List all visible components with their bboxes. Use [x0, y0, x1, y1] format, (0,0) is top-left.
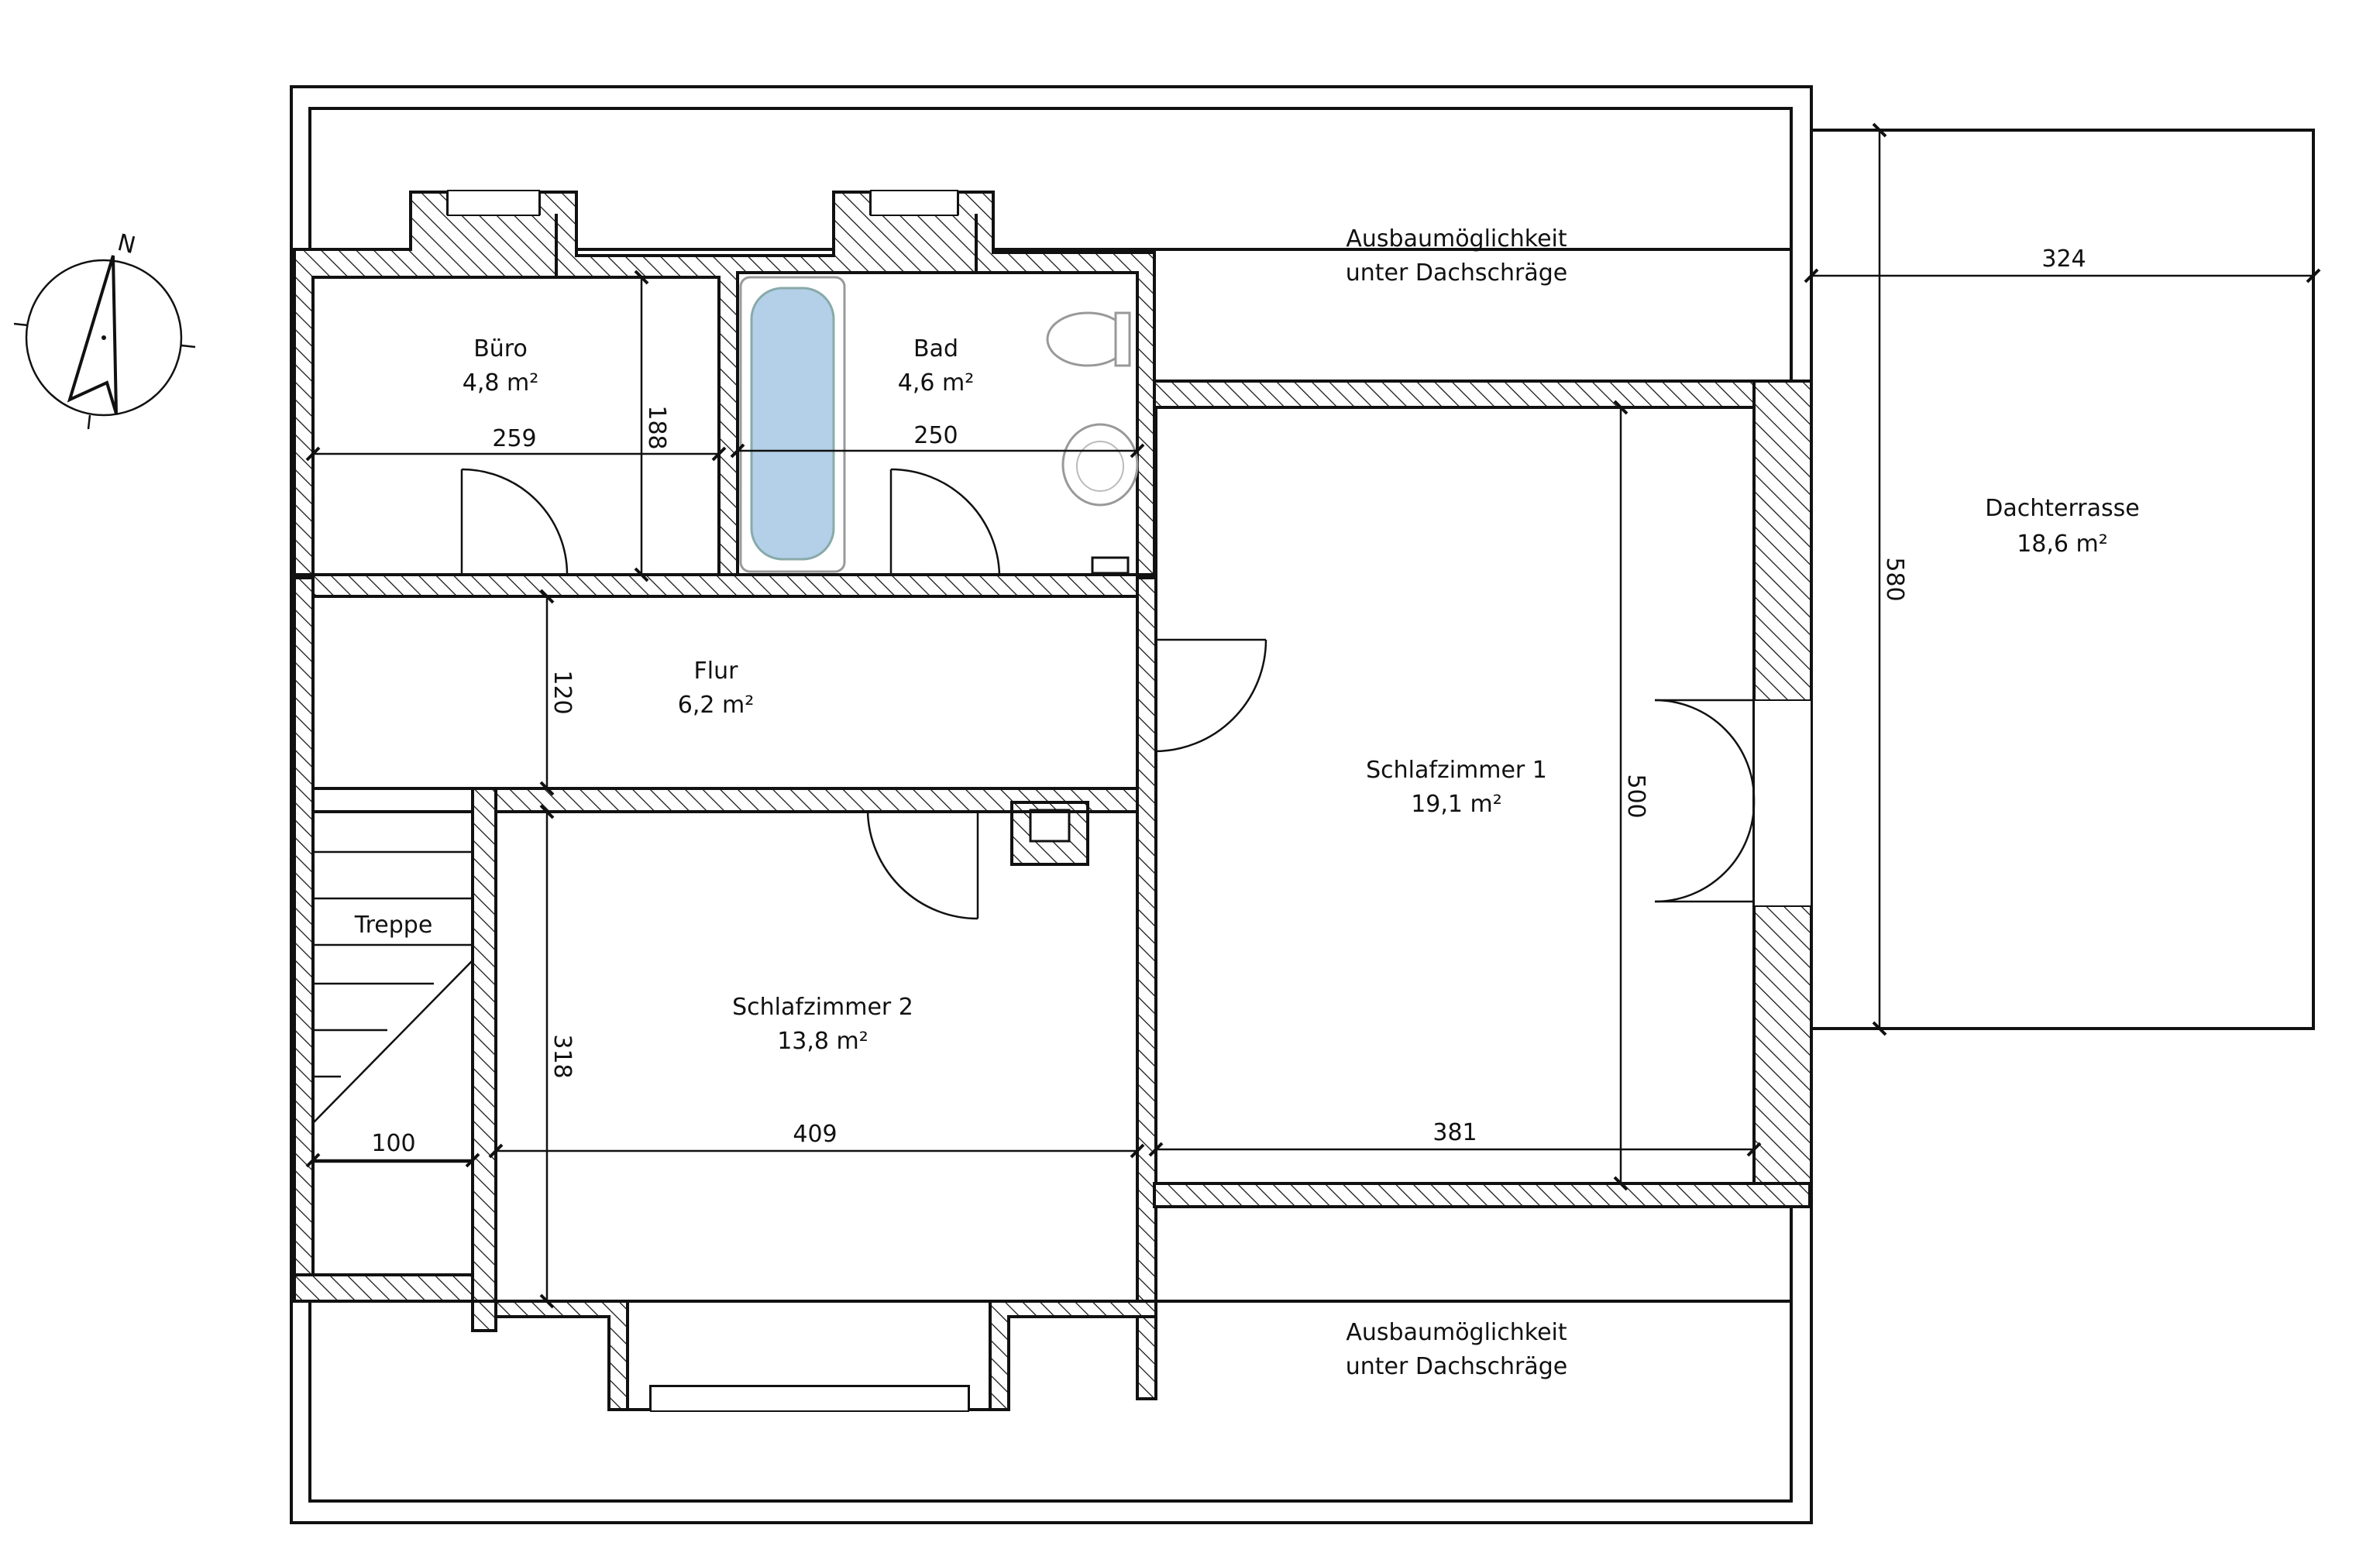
room-name-dachterrasse: Dachterrasse: [1985, 495, 2139, 522]
windows: [447, 190, 1812, 1412]
dimension-lines: [305, 122, 2321, 1309]
toilet-icon: [1046, 311, 1131, 367]
compass-north-label: N: [115, 229, 138, 259]
staircase: [312, 850, 473, 1163]
dimension-labels: 259 188 250 120 100 409 318 381 500 324 …: [371, 246, 2086, 1157]
ausbau-top-line1: Ausbaumöglichkeit: [1346, 225, 1567, 252]
dim-buero-width: 259: [492, 425, 536, 452]
doors: [460, 468, 1756, 920]
door-schlafzimmer1[interactable]: [1154, 638, 1267, 753]
compass: N: [13, 229, 196, 430]
dim-flur-height: 120: [549, 670, 576, 714]
ausbau-top-line2: unter Dachschräge: [1346, 259, 1567, 287]
ausbau-bottom-line1: Ausbaumöglichkeit: [1346, 1319, 1567, 1346]
room-name-treppe: Treppe: [354, 912, 433, 939]
dim-bad-width: 250: [913, 422, 958, 449]
ausbau-bottom-line2: unter Dachschräge: [1346, 1353, 1567, 1380]
room-name-bad: Bad: [913, 335, 958, 362]
north-arrow-icon: [67, 255, 118, 414]
door-terrasse[interactable]: [1654, 699, 1756, 903]
room-name-buero: Büro: [473, 335, 528, 362]
dim-buero-height: 188: [643, 405, 670, 449]
door-schlafzimmer2[interactable]: [866, 811, 979, 920]
bathtub-icon: [739, 276, 846, 573]
door-bad[interactable]: [889, 468, 1001, 575]
room-name-flur: Flur: [694, 658, 739, 685]
dim-terrasse-height: 580: [1881, 557, 1908, 601]
room-area-schlafzimmer2: 13,8 m²: [777, 1028, 868, 1055]
room-name-schlafzimmer2: Schlafzimmer 2: [732, 994, 913, 1021]
dim-sz1-width: 381: [1432, 1119, 1477, 1146]
dim-treppe-width: 100: [371, 1130, 415, 1157]
room-name-schlafzimmer1: Schlafzimmer 1: [1366, 757, 1547, 784]
dim-terrasse-width: 324: [2041, 246, 2086, 273]
room-area-bad: 4,6 m²: [898, 369, 975, 397]
room-area-dachterrasse: 18,6 m²: [2017, 531, 2108, 558]
door-buero[interactable]: [460, 468, 569, 575]
room-area-buero: 4,8 m²: [463, 369, 539, 397]
dim-sz1-height: 500: [1622, 774, 1649, 818]
room-labels: Büro 4,8 m² Bad 4,6 m² Flur 6,2 m² Trepp…: [354, 225, 2140, 1380]
dim-sz2-width: 409: [793, 1121, 837, 1148]
dim-sz2-height: 318: [549, 1034, 576, 1078]
room-area-flur: 6,2 m²: [678, 692, 755, 719]
room-area-schlafzimmer1: 19,1 m²: [1411, 791, 1502, 818]
sink-icon: [1061, 423, 1139, 507]
